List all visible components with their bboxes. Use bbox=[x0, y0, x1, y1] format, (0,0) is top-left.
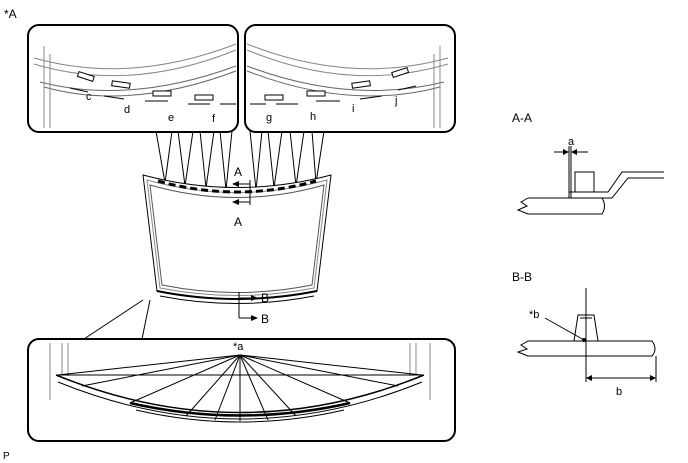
section-b-label-top: B bbox=[261, 291, 269, 305]
section-a-marker: A A bbox=[232, 165, 251, 229]
callout-j: j bbox=[394, 95, 397, 107]
section-a-label-bottom: A bbox=[234, 215, 242, 229]
section-b-label-bottom: B bbox=[261, 312, 269, 326]
callout-d: d bbox=[124, 104, 130, 116]
callout-f: f bbox=[212, 113, 216, 125]
callout-h: h bbox=[310, 111, 316, 123]
callout-e: e bbox=[168, 112, 174, 124]
footer-code: P bbox=[3, 451, 10, 462]
callout-c: c bbox=[86, 91, 92, 103]
detail-box-right: g h i j bbox=[244, 24, 456, 133]
detail-box-left: c d e f bbox=[27, 24, 239, 133]
detail-box-bottom: *a bbox=[27, 338, 456, 442]
section-aa-view: A-A a bbox=[512, 111, 664, 215]
section-aa-title: A-A bbox=[512, 111, 532, 125]
figure-id: *A bbox=[4, 7, 17, 21]
section-a-label-top: A bbox=[234, 165, 242, 179]
section-bb-title: B-B bbox=[512, 270, 532, 284]
section-aa-dimension-label: a bbox=[568, 136, 575, 148]
section-bb-point-label: *b bbox=[529, 309, 539, 321]
section-bb-view: B-B *b b bbox=[512, 270, 657, 398]
callout-i: i bbox=[352, 103, 354, 115]
bottom-callout-a: *a bbox=[233, 341, 244, 353]
callout-g: g bbox=[266, 112, 272, 124]
detail-leader-lines bbox=[155, 130, 325, 191]
bottom-leader-lines bbox=[83, 299, 151, 340]
section-bb-dimension-label: b bbox=[616, 386, 622, 398]
section-b-marker: B B bbox=[238, 291, 269, 326]
windshield-outline bbox=[142, 174, 332, 304]
